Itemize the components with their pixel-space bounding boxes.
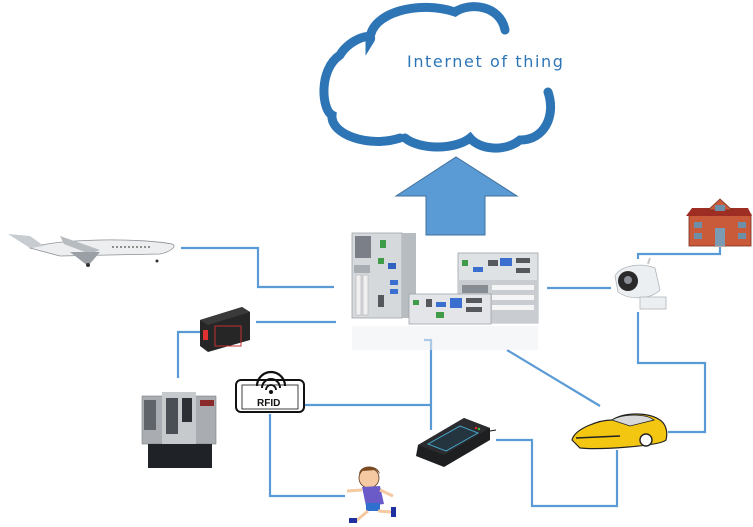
cloud-icon (319, 2, 556, 153)
cnc-machine-icon (141, 392, 217, 468)
airplane-icon (8, 234, 175, 267)
sensor-module-icon (200, 307, 250, 352)
connector-hub-reader (424, 338, 433, 430)
upload-arrow-icon (394, 156, 519, 236)
connector-camera-house (636, 247, 722, 259)
connector-camera-car (636, 312, 707, 434)
running-child-icon (346, 466, 396, 523)
embedded-computer-icon (351, 232, 539, 350)
connector-hub-car (506, 349, 601, 407)
connector-sensor-cnc (176, 330, 200, 378)
connectors (176, 246, 722, 508)
connector-rfid-child (268, 414, 345, 498)
rfid-tag-icon: RFID (235, 370, 305, 413)
rfid-label: RFID (257, 398, 280, 409)
connector-airplane-hub (181, 246, 334, 289)
security-camera-icon (614, 257, 667, 310)
card-reader-icon (416, 418, 497, 467)
car-icon (571, 413, 668, 450)
cloud-label: Internet of thing (407, 52, 565, 71)
connector-reader-car (496, 438, 619, 508)
building-icon (686, 198, 752, 247)
